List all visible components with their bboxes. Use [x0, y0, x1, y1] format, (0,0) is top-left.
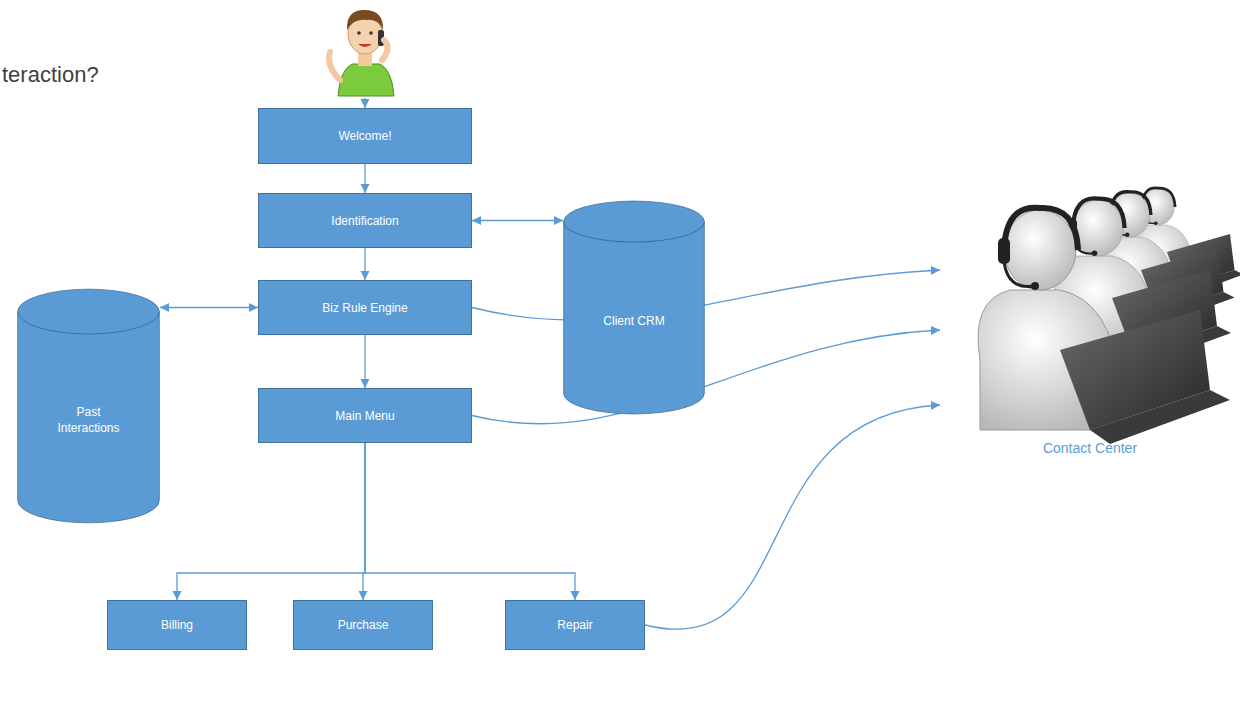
node-label: Repair: [551, 618, 598, 632]
process-box: Repair: [505, 600, 645, 650]
node-label: Welcome!: [332, 129, 397, 143]
contact-center-node: Contact Center: [940, 140, 1240, 470]
connector: [365, 443, 575, 600]
process-box: Billing: [107, 600, 247, 650]
database-node: Past Interactions: [17, 288, 160, 524]
connector: [364, 335, 365, 388]
connector: [472, 270, 940, 320]
connector: [364, 248, 365, 280]
connector: [364, 164, 365, 193]
connector: [472, 220, 563, 221]
process-box: Purchase: [293, 600, 433, 650]
contact-center-illustration: [940, 140, 1240, 470]
process-box: Main Menu: [258, 388, 472, 443]
process-box: Welcome!: [258, 108, 472, 164]
cropped-heading: teraction?: [2, 62, 99, 88]
database-cylinder: [563, 200, 705, 415]
node-caption: Contact Center: [1043, 440, 1137, 456]
connector: [645, 405, 940, 629]
node-label: Billing: [155, 618, 199, 632]
node-label: Purchase: [332, 618, 395, 632]
process-box: Biz Rule Engine: [258, 280, 472, 335]
node-label: Identification: [325, 214, 404, 228]
node-label: Past Interactions: [46, 404, 132, 436]
caller-figure: [329, 10, 394, 96]
connector: [472, 330, 940, 424]
process-box: Identification: [258, 193, 472, 248]
node-label: Main Menu: [329, 409, 400, 423]
node-label: Biz Rule Engine: [316, 301, 413, 315]
caller-arrow: [364, 98, 365, 108]
node-label: Client CRM: [603, 313, 664, 329]
database-node: Client CRM: [563, 200, 705, 415]
connector: [177, 443, 365, 600]
connector: [160, 307, 258, 308]
